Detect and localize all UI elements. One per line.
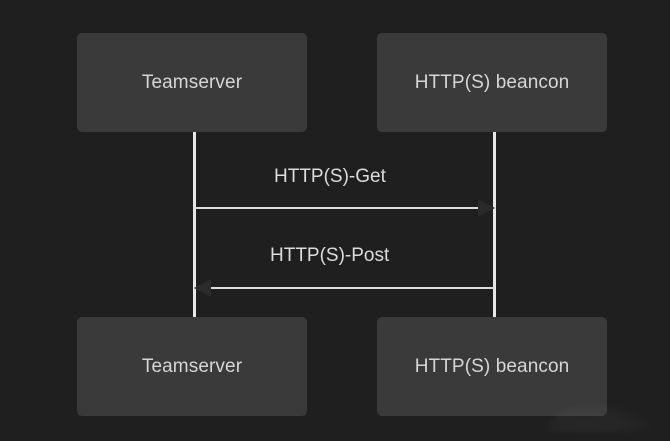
participant-box-beancon-bottom[interactable]: HTTP(S) beancon (377, 317, 607, 416)
participant-label-beancon-bottom: HTTP(S) beancon (414, 356, 570, 377)
participant-label-teamserver-bottom: Teamserver (141, 356, 243, 377)
message-label-get: HTTP(S)-Get (274, 166, 386, 187)
participant-box-teamserver-top[interactable]: Teamserver (77, 33, 307, 132)
message-line-get (194, 207, 495, 209)
lifeline-beancon (493, 132, 496, 317)
message-label-post: HTTP(S)-Post (270, 245, 390, 266)
arrow-right-icon (478, 199, 495, 217)
participant-label-teamserver-top: Teamserver (141, 72, 243, 93)
message-line-post (194, 287, 495, 289)
participant-label-beancon-top: HTTP(S) beancon (414, 72, 570, 93)
arrow-left-icon (194, 279, 211, 297)
participant-box-beancon-top[interactable]: HTTP(S) beancon (377, 33, 607, 132)
participant-box-teamserver-bottom[interactable]: Teamserver (77, 317, 307, 416)
lifeline-teamserver (193, 132, 196, 317)
